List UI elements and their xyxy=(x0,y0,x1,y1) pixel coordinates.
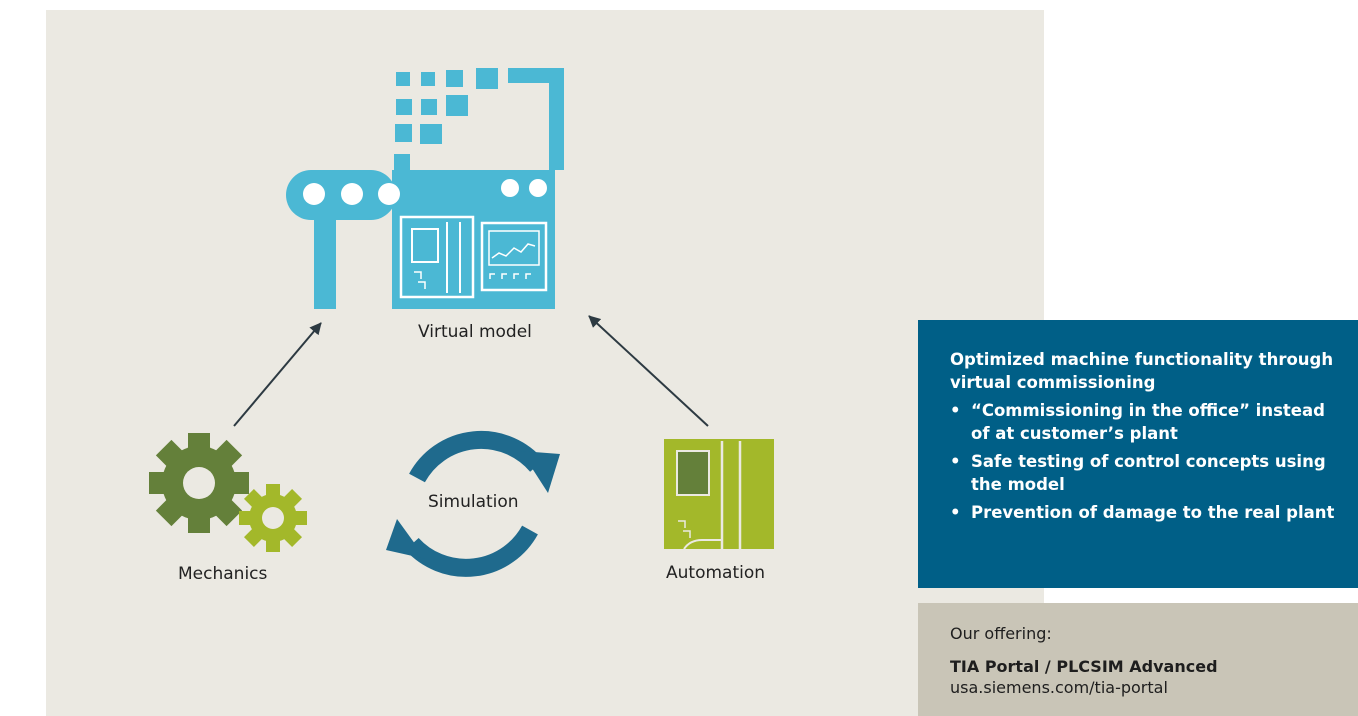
diagram-canvas xyxy=(149,68,774,577)
bullet-glyph: • xyxy=(950,503,961,522)
offering-url-link[interactable]: usa.siemens.com/tia-portal xyxy=(950,678,1168,697)
mechanics-to-model-arrow xyxy=(233,322,322,427)
factory-icon xyxy=(286,68,564,309)
benefit-text: “Commissioning in the office” instead of… xyxy=(971,401,1325,443)
plc-controller-icon xyxy=(664,439,774,550)
benefit-item: • Safe testing of control concepts using … xyxy=(950,450,1348,496)
benefit-item: • Prevention of damage to the real plant xyxy=(950,501,1348,524)
cycle-arrows-icon xyxy=(386,430,560,577)
gears-icon xyxy=(149,433,307,552)
offering-product: TIA Portal / PLCSIM Advanced xyxy=(950,657,1218,676)
offering-box: Our offering: TIA Portal / PLCSIM Advanc… xyxy=(918,603,1358,716)
benefit-item: • “Commissioning in the office” instead o… xyxy=(950,399,1348,445)
bullet-glyph: • xyxy=(950,401,961,420)
mechanics-label: Mechanics xyxy=(178,564,268,584)
virtual-model-label: Virtual model xyxy=(418,322,532,342)
diagram-panel xyxy=(46,10,1044,716)
automation-label: Automation xyxy=(666,563,766,583)
simulation-label: Simulation xyxy=(428,492,519,512)
benefit-text: Prevention of damage to the real plant xyxy=(971,503,1335,522)
benefit-text: Safe testing of control concepts using t… xyxy=(971,452,1326,494)
info-box-title: Optimized machine functionality through … xyxy=(950,350,1334,392)
automation-to-model-arrow xyxy=(588,315,709,427)
info-box: Optimized machine functionality through … xyxy=(918,320,1358,588)
offering-label: Our offering: xyxy=(950,624,1052,643)
benefits-list: • “Commissioning in the office” instead o… xyxy=(950,399,1348,524)
bullet-glyph: • xyxy=(950,452,961,471)
